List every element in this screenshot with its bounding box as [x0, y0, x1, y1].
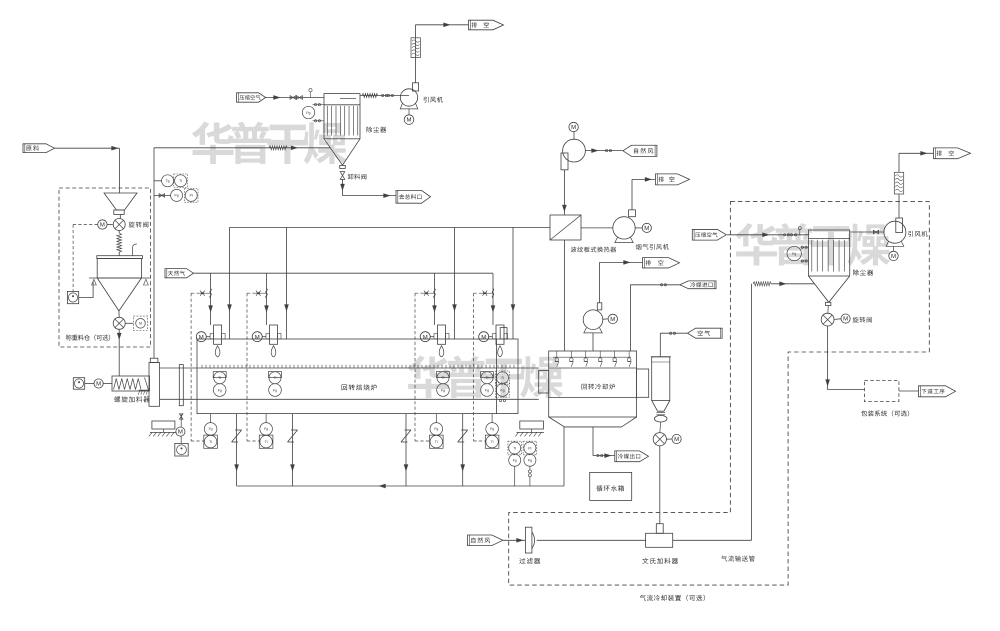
- svg-text:M: M: [674, 436, 679, 443]
- svg-text:M: M: [610, 316, 615, 323]
- svg-text:Fg: Fg: [441, 388, 445, 392]
- svg-text:M: M: [255, 334, 260, 341]
- svg-text:M: M: [96, 381, 101, 388]
- svg-text:TI: TI: [513, 446, 516, 450]
- svg-text:TI: TI: [441, 376, 444, 380]
- svg-text:M: M: [178, 429, 183, 436]
- svg-text:Fg: Fg: [273, 388, 277, 392]
- svg-text:Pg: Pg: [792, 252, 796, 256]
- svg-text:M: M: [571, 124, 576, 131]
- svg-text:M: M: [843, 316, 848, 323]
- svg-text:Fg: Fg: [485, 388, 489, 392]
- svg-text:TI: TI: [179, 179, 182, 183]
- svg-text:Pg: Pg: [500, 388, 504, 392]
- svg-text:TI: TI: [218, 376, 221, 380]
- svg-text:PI: PI: [528, 446, 531, 450]
- svg-text:TI: TI: [485, 376, 488, 380]
- svg-text:TI: TI: [491, 440, 494, 444]
- svg-text:M: M: [407, 117, 412, 124]
- svg-text:Fg: Fg: [218, 388, 222, 392]
- svg-text:Tg: Tg: [166, 179, 170, 183]
- svg-text:Pg: Pg: [175, 194, 179, 198]
- svg-text:Fg: Fg: [264, 427, 268, 431]
- svg-text:TI: TI: [265, 440, 268, 444]
- svg-text:Fg: Fg: [490, 427, 494, 431]
- svg-text:M: M: [644, 225, 649, 232]
- svg-text:TI: TI: [273, 376, 276, 380]
- svg-text:PI: PI: [190, 194, 193, 198]
- svg-text:TI: TI: [209, 440, 212, 444]
- svg-text:Pg: Pg: [528, 459, 532, 463]
- svg-text:Pg: Pg: [306, 111, 310, 115]
- svg-text:M: M: [481, 334, 486, 341]
- svg-text:Fg: Fg: [434, 427, 438, 431]
- svg-text:M: M: [423, 334, 428, 341]
- svg-text:TI: TI: [501, 376, 504, 380]
- svg-text:Fg: Fg: [513, 459, 517, 463]
- svg-text:M: M: [199, 334, 204, 341]
- svg-text:Fg: Fg: [209, 427, 213, 431]
- svg-text:M: M: [891, 253, 896, 260]
- svg-text:M: M: [139, 322, 142, 326]
- svg-text:M: M: [100, 222, 105, 229]
- svg-text:TI: TI: [435, 440, 438, 444]
